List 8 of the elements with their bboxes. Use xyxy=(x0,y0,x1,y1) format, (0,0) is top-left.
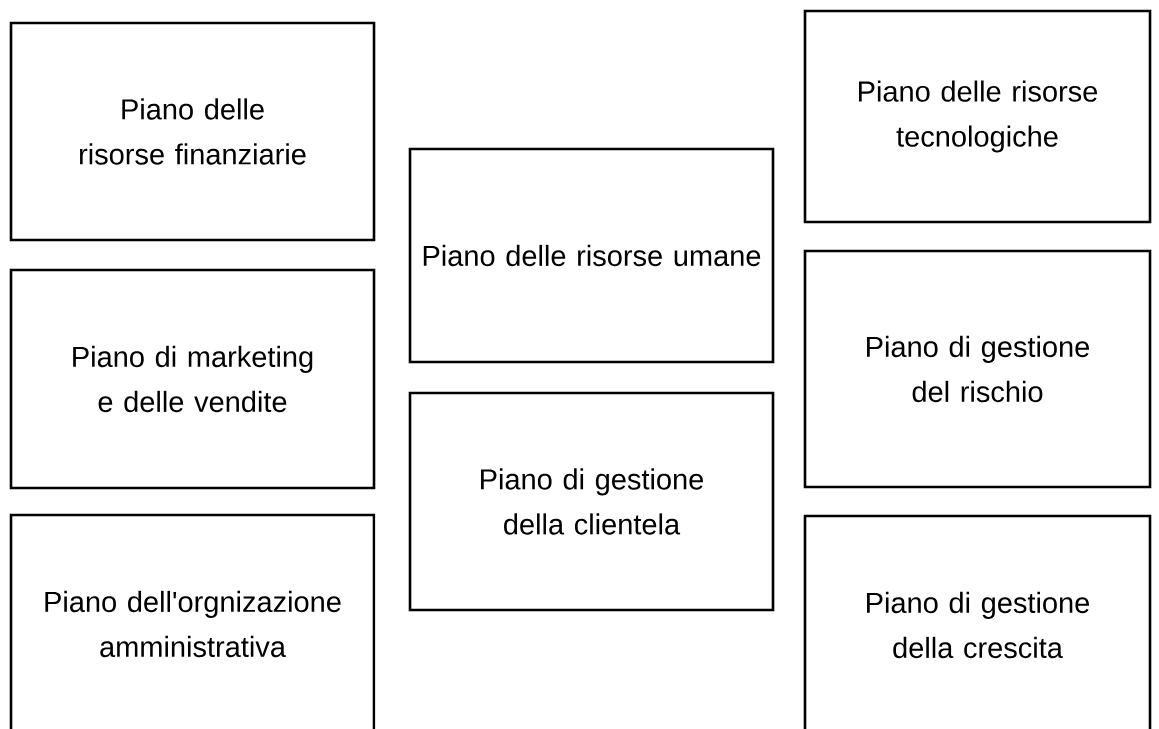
plan-box: Piano di marketing e delle vendite xyxy=(9,268,376,490)
plan-box: Piano di gestione della crescita xyxy=(803,514,1152,729)
plan-box: Piano delle risorse tecnologiche xyxy=(803,9,1152,224)
plan-box: Piano delle risorse umane xyxy=(408,147,775,364)
plan-box: Piano di gestione del rischio xyxy=(803,249,1152,489)
plan-box: Piano delle risorse finanziarie xyxy=(9,21,376,242)
plan-box: Piano dell'orgnizazione amministrativa xyxy=(9,513,376,729)
plan-box: Piano di gestione della clientela xyxy=(408,391,775,612)
